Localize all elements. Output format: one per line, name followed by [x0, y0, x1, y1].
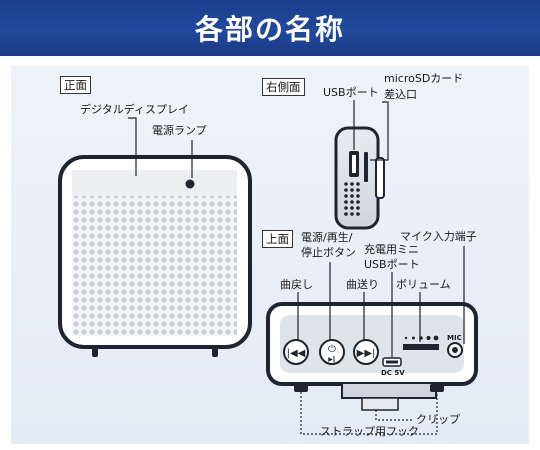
- side-vent-hole: [350, 188, 354, 192]
- side-vent-hole: [356, 188, 360, 192]
- side-vent-hole: [356, 206, 360, 210]
- hook-left: [294, 384, 308, 392]
- hook-right: [430, 384, 444, 392]
- next-track-icon: ▶▶|: [357, 348, 376, 359]
- next-track-label: 曲送り: [346, 278, 379, 291]
- prev-track-icon: |◀◀: [287, 348, 306, 359]
- side-vent-hole: [356, 194, 360, 198]
- play-pause-icon: ▶‖: [328, 356, 336, 363]
- side-vent-hole: [344, 200, 348, 204]
- volume-scale-dot: [433, 335, 439, 341]
- side-clip: [375, 157, 385, 199]
- strap-hook-label: ストラップ用フック: [320, 425, 419, 438]
- top-clip: [341, 384, 437, 399]
- side-vent-hole: [344, 188, 348, 192]
- top-leaders: [297, 246, 465, 435]
- clip-tab: [361, 397, 399, 411]
- side-vent-hole: [344, 194, 348, 198]
- microsd-label-2: 差込口: [384, 88, 417, 101]
- volume-scale: [404, 335, 439, 341]
- volume-label: ボリューム: [396, 278, 451, 291]
- charge-label-2: USBポート: [364, 258, 420, 271]
- power-lamp-label: 電源ランプ: [152, 124, 207, 137]
- title-banner: 各部の名称: [0, 0, 540, 56]
- front-foot-left: [92, 347, 98, 357]
- front-foot-right: [212, 347, 218, 357]
- side-vent-hole: [350, 194, 354, 198]
- side-vent-hole: [344, 182, 348, 186]
- front-speaker: [58, 155, 252, 357]
- side-vent-hole: [350, 200, 354, 204]
- volume-scale-dot: [426, 335, 431, 341]
- hook-leader: [300, 392, 438, 435]
- side-vent-hole: [344, 206, 348, 210]
- prev-track-label: 曲戻し: [280, 278, 313, 291]
- volume-scale-dot: [419, 336, 423, 340]
- digital-display-label: デジタルディスプレイ: [80, 103, 190, 116]
- power-lamp-dot: [185, 179, 195, 189]
- volume-scale-dot: [404, 336, 408, 340]
- microsd-slot: [364, 152, 368, 182]
- mic-jack-hole: [452, 347, 458, 353]
- side-leaders: [353, 100, 389, 161]
- microsd-label-1: microSDカード: [384, 72, 464, 85]
- next-track-button: [353, 339, 379, 365]
- charge-label-1: 充電用ミニ: [364, 243, 419, 256]
- front-leaders: [128, 117, 193, 178]
- mic-mark: MIC: [447, 334, 462, 342]
- prev-track-button: [283, 339, 309, 365]
- volume-slider-track: [403, 344, 439, 350]
- dc5v-mark: DC 5V: [381, 369, 405, 377]
- speaker-grille: [72, 196, 237, 336]
- display-leader: [128, 117, 137, 176]
- usb-port-label: USBポート: [323, 86, 379, 99]
- power-play-button: [319, 339, 345, 365]
- clip-leader: [375, 410, 414, 421]
- section-top-tag: 上面: [262, 230, 293, 248]
- side-vent-hole: [356, 182, 360, 186]
- display-window: [72, 170, 237, 196]
- page-title: 各部の名称: [194, 13, 345, 46]
- side-speaker: [334, 126, 385, 230]
- section-front-tag: 正面: [60, 76, 91, 94]
- volume-scale-dot: [412, 336, 415, 340]
- top-speaker: |◀◀ ⏻ ▶‖ ▶▶|: [266, 302, 478, 411]
- power-play-label-2: 停止ボタン: [301, 246, 356, 259]
- side-vent-hole: [356, 200, 360, 204]
- microsd-leader: [370, 101, 389, 161]
- side-vent-hole: [350, 182, 354, 186]
- side-vents: [344, 182, 360, 216]
- mini-usb-inner: [386, 360, 398, 364]
- side-vent-hole: [356, 212, 360, 216]
- section-side-tag: 右側面: [262, 78, 305, 96]
- mic-jack-label: マイク入力端子: [400, 230, 477, 243]
- power-play-label-1: 電源/再生/: [301, 231, 353, 244]
- power-icon: ⏻: [328, 344, 336, 355]
- side-vent-hole: [344, 212, 348, 216]
- side-vent-hole: [350, 212, 354, 216]
- side-vent-hole: [350, 206, 354, 210]
- usb-port-inner: [352, 155, 356, 173]
- clip-label: クリップ: [416, 413, 460, 426]
